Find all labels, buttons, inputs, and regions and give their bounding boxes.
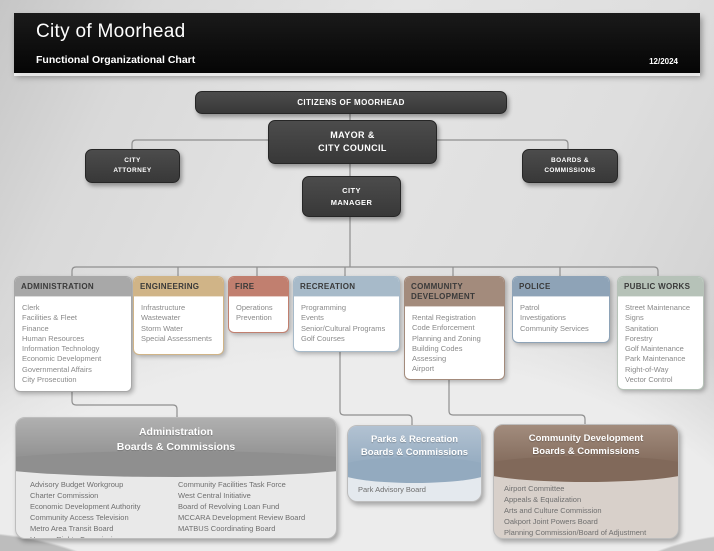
list-item: Metro Area Transit Board [30, 524, 114, 533]
board-community-development-commissions: Community Development Boards & Commissio… [493, 424, 679, 539]
title-bar: City of Moorhead Functional Organization… [14, 13, 700, 73]
list-item: Community Services [520, 323, 589, 333]
list-item: Prevention [236, 313, 272, 323]
dept-header: FIRE [229, 277, 288, 297]
board-header: Parks & Recreation Boards & Commissions [348, 426, 481, 483]
list-item: Sanitation [625, 323, 659, 333]
list-item: Building Codes [412, 343, 463, 353]
list-item: Planning Commission/Board of Adjustment [504, 528, 647, 537]
list-item: Senior/Cultural Programs [301, 323, 386, 333]
date-label: 12/2024 [649, 57, 678, 66]
list-item: Arts and Culture Commission [504, 506, 602, 515]
node-city-manager: CITY MANAGER [302, 176, 401, 217]
list-item: Airport Committee [504, 484, 565, 493]
list-item: Patrol [520, 303, 540, 312]
list-item: Vector Control [625, 375, 673, 385]
list-item: Human Rights Commission [30, 534, 178, 538]
list-item: Oakport Joint Powers Board [504, 517, 598, 526]
node-city-attorney: CITY ATTORNEY [85, 149, 180, 183]
list-item: Clerk [22, 303, 40, 312]
list-item: Governmental Affairs [22, 364, 92, 374]
list-item: Appeals & Equalization [504, 495, 582, 504]
list-item: Park Advisory Board [358, 485, 426, 494]
list-item: Special Assessments [141, 333, 212, 343]
dept-header: RECREATION [294, 277, 399, 297]
list-item: Human Resources [22, 333, 85, 343]
list-item: Programming [301, 303, 347, 312]
list-item: Golf Courses [301, 333, 345, 343]
list-item: Charter Commission [30, 491, 99, 500]
board-administration-commissions: Administration Boards & Commissions Advi… [15, 417, 337, 539]
board-parks-recreation-commissions: Parks & Recreation Boards & Commissions … [347, 425, 482, 502]
list-item: Finance [22, 323, 49, 333]
dept-header: ENGINEERING [134, 277, 223, 297]
node-mayor-city-council: MAYOR & CITY COUNCIL [268, 120, 437, 164]
list-item: Infrastructure [141, 303, 186, 312]
list-item: Economic Development [22, 354, 102, 364]
list-item: Advisory Budget Workgroup [30, 480, 124, 489]
node-citizens: CITIZENS OF MOORHEAD [195, 91, 507, 114]
dept-header: ADMINISTRATION [15, 277, 131, 297]
list-item: Community Facilities Task Force [178, 480, 286, 489]
page-title: City of Moorhead [36, 21, 186, 42]
list-item: City Prosecution [22, 375, 77, 385]
list-item: West Central Initiative [178, 491, 251, 500]
dept-header: COMMUNITY DEVELOPMENT [405, 277, 504, 307]
list-item: Storm Water [141, 323, 183, 333]
list-item: MCCARA Development Review Board [178, 513, 306, 522]
list-item: Airport [412, 364, 435, 374]
list-item: Economic Development Authority [30, 502, 141, 511]
list-item: Wastewater [141, 313, 181, 323]
list-item: Park Maintenance [625, 354, 686, 364]
list-item: Information Technology [22, 344, 100, 354]
list-item: MATBUS Coordinating Board [178, 524, 276, 533]
dept-header: POLICE [513, 277, 609, 297]
list-item: Street Maintenance [625, 303, 691, 312]
list-item: Signs [625, 313, 644, 323]
list-item: Events [301, 313, 324, 323]
list-item: Operations [236, 303, 273, 312]
dept-header: PUBLIC WORKS [618, 277, 703, 297]
list-item: Right-of-Way [625, 364, 669, 374]
list-item: Board of Revolving Loan Fund [178, 502, 280, 511]
list-item: Facilities & Fleet [22, 313, 78, 323]
list-item: Community Access Television [30, 513, 129, 522]
dept-community-development: COMMUNITY DEVELOPMENT Rental Registratio… [404, 276, 505, 380]
list-item: Code Enforcement [412, 323, 475, 333]
board-body: Park Advisory Board [348, 468, 481, 499]
list-item: Rental Registration [412, 313, 476, 322]
node-boards-commissions: BOARDS & COMMISSIONS [522, 149, 618, 183]
list-item: Golf Maintenance [625, 344, 684, 354]
list-item: Investigations [520, 313, 566, 323]
list-item: Planning and Zoning [412, 333, 481, 343]
board-header: Community Development Boards & Commissio… [494, 425, 678, 482]
list-item: Forestry [625, 333, 653, 343]
list-item: Assessing [412, 354, 447, 364]
board-header: Administration Boards & Commissions [16, 418, 336, 477]
page-subtitle: Functional Organizational Chart [36, 54, 196, 66]
